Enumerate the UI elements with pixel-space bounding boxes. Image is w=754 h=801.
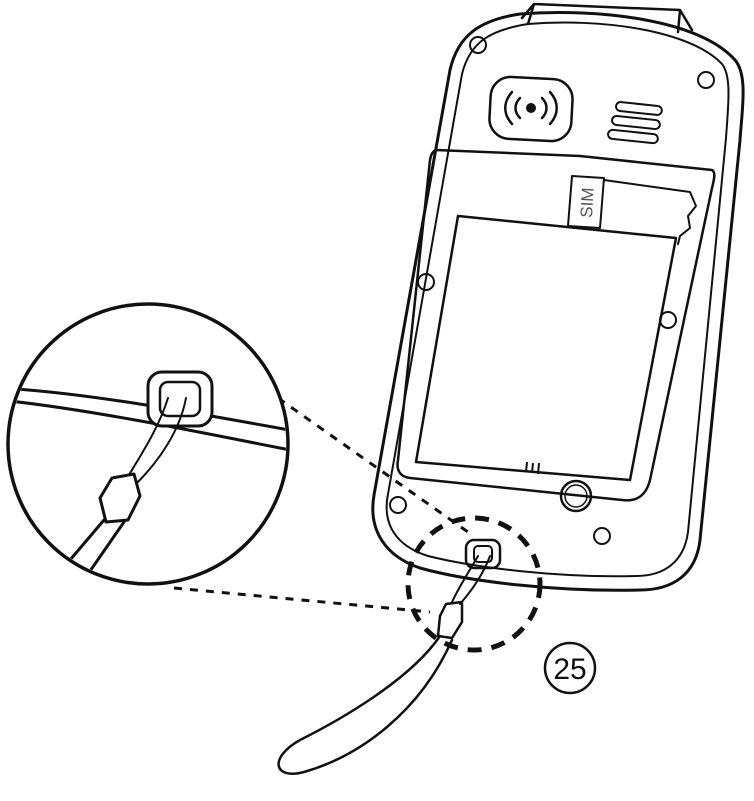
figure-number: 25 [553,653,586,686]
screw-side-right [659,311,677,329]
callout-lines [173,396,469,614]
screw-top-left [469,36,487,54]
screw-bottom-left [389,496,407,514]
screw-side-left [417,273,435,291]
sim-card: SIM [567,175,605,229]
phone-outer-shell [371,11,745,592]
battery-compartment [396,148,716,502]
lanyard-eyelet [464,538,502,570]
inset-clip [98,472,142,524]
camera-lens [559,479,593,513]
sim-tray-edge [603,179,697,245]
screw-bottom-right [593,527,611,545]
magnified-inset [6,302,290,586]
figure-number-badge: 25 [543,641,597,695]
lanyard [277,555,491,775]
lanyard-clip [436,600,464,640]
nfc-badge [488,75,574,143]
battery [414,214,678,482]
screw-top-right [697,71,715,89]
camera-lens-inner [564,484,588,508]
lanyard-strap [277,634,454,775]
detail-highlight-circle [405,515,543,653]
battery-contacts [525,461,540,475]
hinge [520,2,694,34]
phone-inner-shell [385,21,730,578]
phone-back: SIM [371,2,745,592]
inset-phone-edge [10,386,286,434]
speaker-grille [607,101,663,145]
inset-phone-edge-lower [10,398,286,454]
sim-label: SIM [577,187,598,218]
